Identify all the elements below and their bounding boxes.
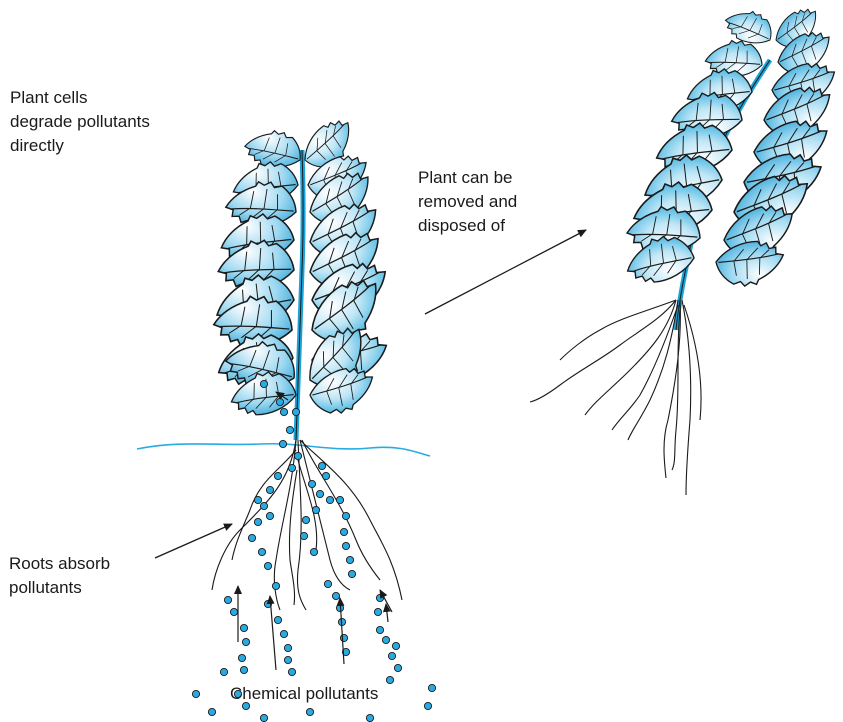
root (212, 440, 296, 590)
pollutant-dot (316, 490, 323, 497)
pollutant-dot (266, 486, 273, 493)
root (682, 300, 691, 495)
pollutant-dot (224, 596, 231, 603)
root (530, 300, 676, 402)
pollutant-dot (258, 548, 265, 555)
removal-arrow (425, 230, 586, 314)
pollutant-dot (248, 534, 255, 541)
uptake-arrows (238, 392, 392, 670)
pollutant-dot (382, 636, 389, 643)
label-plant-cells-degrade: Plant cells degrade pollutants directly (10, 86, 150, 158)
label-line: Plant can be (418, 166, 517, 190)
pollutant-dot (340, 528, 347, 535)
pollutant-dot (366, 714, 373, 721)
pollutant-dot (279, 440, 286, 447)
right-plant-leaves (624, 0, 835, 292)
pollutant-dot (348, 570, 355, 577)
root (585, 300, 676, 415)
pollutant-dot (346, 556, 353, 563)
label-line: directly (10, 134, 150, 158)
pollutant-dot (266, 512, 273, 519)
label-line: Plant cells (10, 86, 150, 110)
label-line: disposed of (418, 214, 517, 238)
pollutant-dot (280, 630, 287, 637)
root (684, 305, 701, 420)
pollutant-dot (230, 608, 237, 615)
pollutant-dot (306, 708, 313, 715)
pollutant-dot (424, 702, 431, 709)
pollutant-dot (254, 496, 261, 503)
pollutant-dot (286, 426, 293, 433)
pollutant-dot (342, 512, 349, 519)
pollutant-dot (288, 668, 295, 675)
pollutant-dot (336, 496, 343, 503)
pollutant-dot (192, 690, 199, 697)
pollutant-dot (374, 608, 381, 615)
pollutant-dot (294, 452, 301, 459)
pollutant-dot (302, 516, 309, 523)
pollutant-dot (284, 644, 291, 651)
label-chemical-pollutants: Chemical pollutants (230, 682, 378, 706)
pollutant-dot (260, 502, 267, 509)
label-line: Chemical pollutants (230, 682, 378, 706)
pollutant-dot (300, 532, 307, 539)
pollutant-dot (280, 408, 287, 415)
pollutant-dot (322, 472, 329, 479)
pollutant-dot (318, 462, 325, 469)
pollutant-dot (326, 496, 333, 503)
pollutant-dot (292, 408, 299, 415)
pollutant-dot (272, 582, 279, 589)
pollutant-dot (392, 642, 399, 649)
label-line: pollutants (9, 576, 110, 600)
pollutant-dot (260, 380, 267, 387)
pollutant-dot (220, 668, 227, 675)
pollutant-dot (388, 652, 395, 659)
pollutant-dot (274, 472, 281, 479)
pollutant-dot (238, 654, 245, 661)
pollutant-dot (240, 624, 247, 631)
label-plant-removed: Plant can be removed and disposed of (418, 166, 517, 238)
roots-pointer-arrow (155, 524, 232, 558)
root (289, 470, 297, 605)
pollutant-particles (192, 380, 435, 721)
root (560, 300, 676, 360)
pollutant-dot (310, 548, 317, 555)
label-line: removed and (418, 190, 517, 214)
pollutant-dot (340, 634, 347, 641)
pollutant-dot (240, 666, 247, 673)
pollutant-dot (308, 480, 315, 487)
pollutant-dot (376, 626, 383, 633)
uptake-arrow (270, 596, 276, 670)
pollutant-dot (288, 464, 295, 471)
pollutant-dot (264, 562, 271, 569)
pollutant-dot (208, 708, 215, 715)
label-line: Roots absorb (9, 552, 110, 576)
pollutant-dot (332, 592, 339, 599)
pollutant-dot (254, 518, 261, 525)
uptake-arrow (386, 604, 388, 622)
pollutant-dot (260, 714, 267, 721)
root (612, 305, 678, 430)
label-line: degrade pollutants (10, 110, 150, 134)
pollutant-dot (394, 664, 401, 671)
pollutant-dot (386, 676, 393, 683)
pollutant-dot (284, 656, 291, 663)
pollutant-dot (428, 684, 435, 691)
root (297, 440, 306, 610)
left-plant-roots (212, 440, 402, 610)
pollutant-dot (276, 398, 283, 405)
pollutant-dot (274, 616, 281, 623)
label-roots-absorb: Roots absorb pollutants (9, 552, 110, 600)
pollutant-dot (312, 506, 319, 513)
pollutant-dot (242, 638, 249, 645)
pollutant-dot (342, 542, 349, 549)
pollutant-dot (324, 580, 331, 587)
